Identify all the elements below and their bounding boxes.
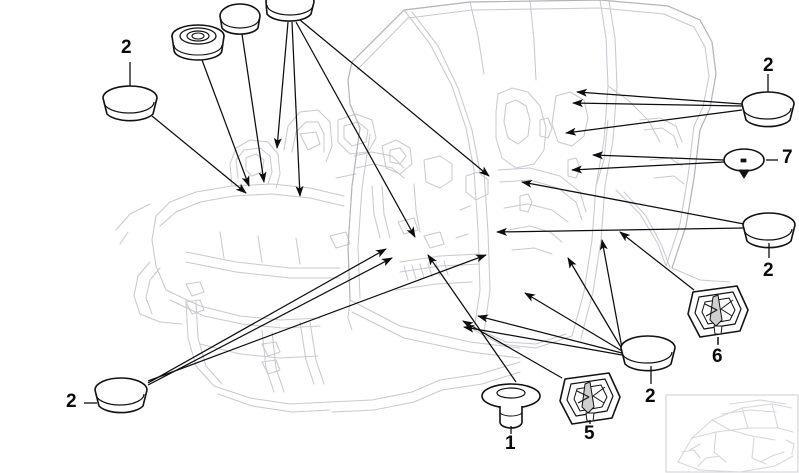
callout-2-bottom-mid: 2 bbox=[645, 386, 656, 407]
part-plug-2-bottom-left bbox=[94, 377, 148, 414]
callout-2-top-right: 2 bbox=[763, 55, 774, 76]
part-dome-plug-top-b bbox=[265, 0, 315, 22]
part-square-clip-5 bbox=[559, 372, 621, 425]
callout-2-top-left: 2 bbox=[121, 37, 132, 58]
part-dome-plug-top-a bbox=[219, 3, 261, 35]
part-ring-grommet bbox=[171, 24, 225, 61]
callout-2-bottom-left: 2 bbox=[66, 391, 77, 412]
callout-6-bottom-right: 6 bbox=[712, 346, 723, 367]
callout-5-bottom: 5 bbox=[584, 423, 595, 444]
part-flat-cap-7 bbox=[723, 148, 765, 179]
callout-2-mid-right: 2 bbox=[763, 260, 774, 281]
part-square-clip-6 bbox=[687, 285, 749, 338]
part-plug-2-bottom-mid bbox=[620, 335, 676, 372]
part-plug-2-mid-right bbox=[742, 212, 796, 249]
callout-1-bottom: 1 bbox=[505, 433, 516, 454]
part-plug-2-top-left bbox=[102, 85, 158, 122]
part-plug-2-top-right bbox=[741, 91, 795, 128]
part-mushroom-plug-1 bbox=[481, 383, 541, 429]
callout-7-right: 7 bbox=[782, 147, 793, 168]
